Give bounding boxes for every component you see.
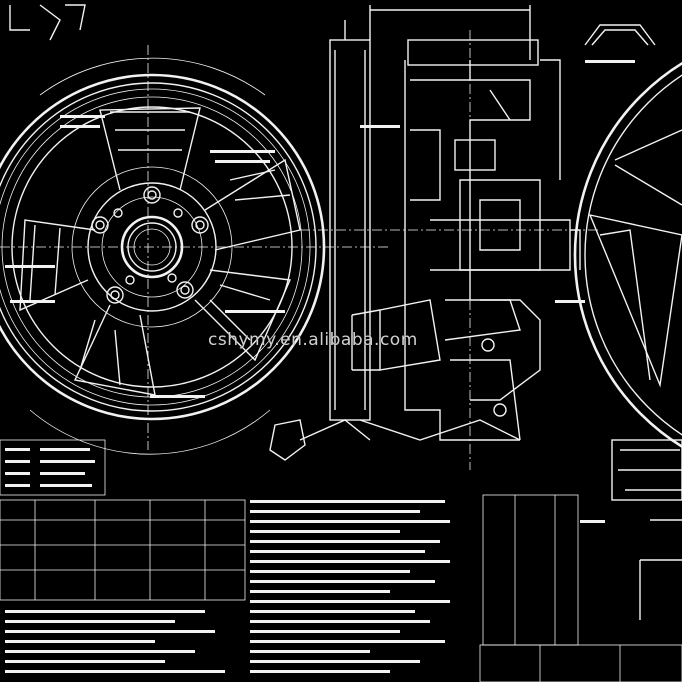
- top-right-profile: [584, 24, 656, 46]
- spec-table-right: [479, 494, 682, 682]
- top-left-detail: [9, 4, 86, 41]
- wheel-cross-section: [269, 5, 581, 461]
- wheel-partial-view: [573, 61, 682, 449]
- wheel-front-view: [0, 45, 390, 455]
- watermark-text: cshymy.en.alibaba.com: [208, 330, 418, 350]
- spec-table-left: [0, 439, 246, 601]
- notes-block: [5, 60, 635, 673]
- rim-detail: [611, 439, 682, 620]
